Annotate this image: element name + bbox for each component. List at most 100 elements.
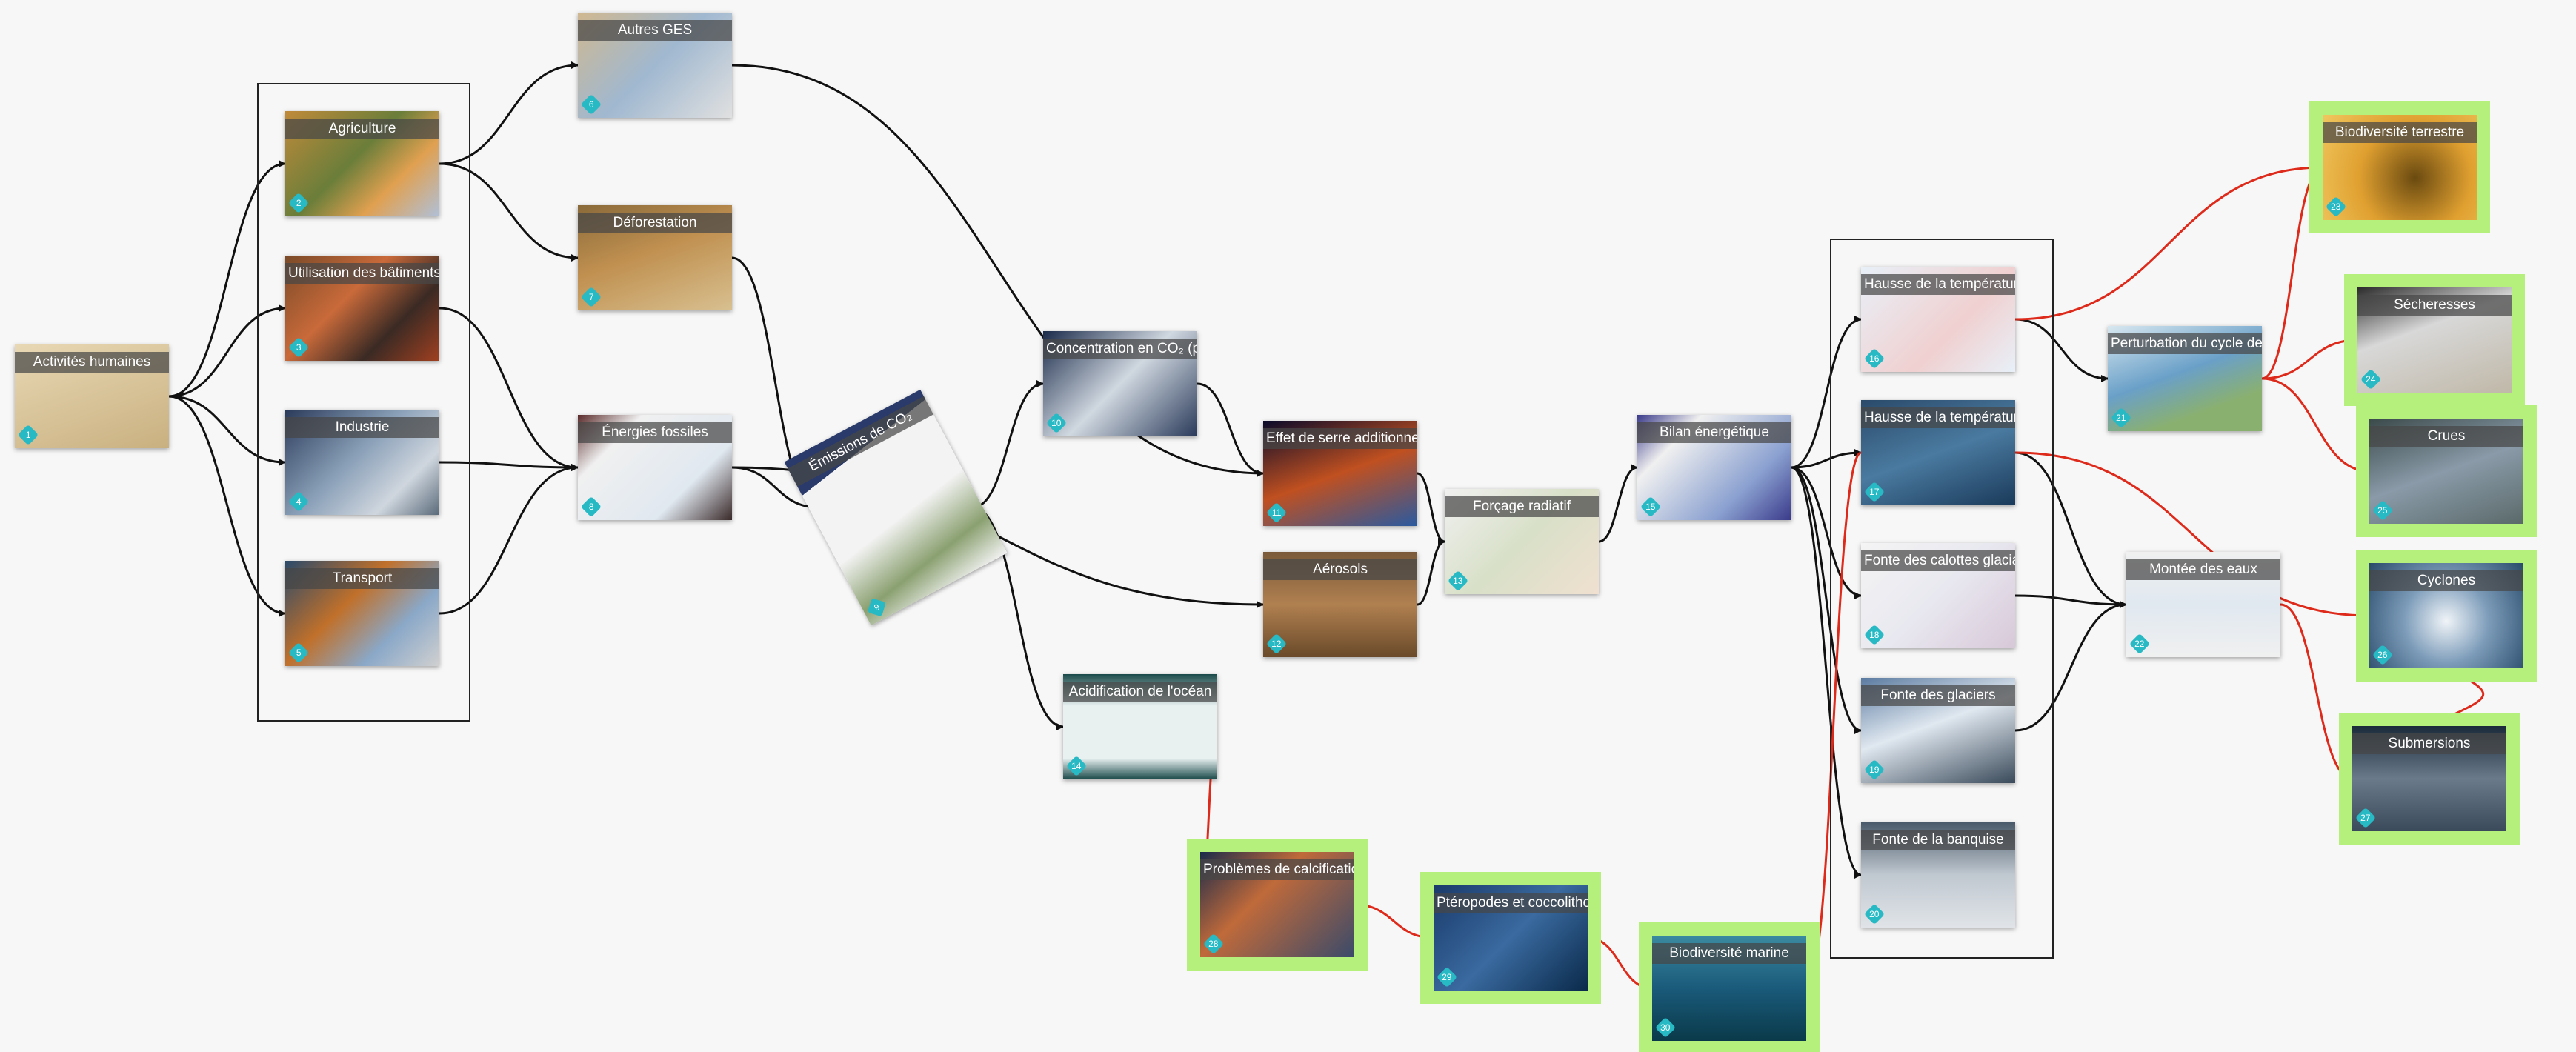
node-number: 1 <box>25 430 31 440</box>
edge-hausseeau-to-cyclones <box>2014 451 2370 620</box>
edge-bilan-to-calottes <box>1791 466 1862 599</box>
node-cyclones[interactable]: Cyclones 26 <box>2356 550 2537 682</box>
node-title: Fonte de la banquise <box>1861 830 2015 850</box>
node-number: 5 <box>296 647 302 658</box>
node-forcage[interactable]: Forçage radiatif 13 <box>1445 489 1599 594</box>
edge-activites-to-transport <box>168 395 286 617</box>
node-hausseeau[interactable]: Hausse de la température de l'eau 17 <box>1861 400 2015 505</box>
edge-cycleeau-to-biodivterre <box>2261 163 2323 380</box>
edge-batiments-to-fossiles <box>439 307 579 471</box>
node-calcif[interactable]: Problèmes de calcification 28 <box>1187 839 1368 971</box>
node-number: 22 <box>2134 638 2145 649</box>
node-number: 8 <box>588 502 594 512</box>
node-title: Transport <box>285 568 439 589</box>
node-number: 28 <box>1208 938 1219 949</box>
node-title: Industrie <box>285 417 439 438</box>
edge-forcage-to-bilan <box>1598 464 1638 543</box>
node-number: 2 <box>296 198 302 208</box>
node-title: Acidification de l'océan <box>1063 682 1217 702</box>
node-number: 26 <box>2377 649 2388 660</box>
edge-transport-to-fossiles <box>439 464 579 615</box>
node-title: Forçage radiatif <box>1445 496 1599 517</box>
edge-agriculture-to-deforestation <box>439 162 579 262</box>
node-cycleeau[interactable]: Perturbation du cycle de l'eau21 <box>2108 326 2262 431</box>
node-number: 19 <box>1869 764 1880 775</box>
node-calottes[interactable]: Fonte des calottes glaciaires 18 <box>1861 543 2015 648</box>
node-title: Submersions <box>2352 733 2506 754</box>
edge-bilan-to-hausse <box>1791 316 1862 469</box>
node-number: 13 <box>1453 575 1463 586</box>
edge-hausse-to-biodivterre <box>2014 163 2323 321</box>
edge-hausse-to-cycleeau <box>2014 318 2109 382</box>
node-number: 14 <box>1071 760 1082 771</box>
edge-glaciers-to-montee <box>2014 601 2127 732</box>
edge-concentration-to-effetserre <box>1197 382 1264 477</box>
node-title: Fonte des calottes glaciaires <box>1861 550 2015 571</box>
node-agriculture[interactable]: Agriculture 2 <box>285 111 439 216</box>
node-title: Hausse de la température de l'eau <box>1861 407 2015 428</box>
node-title: Ptéropodes et coccolithophores <box>1434 893 1588 913</box>
activity-sectors-group <box>257 83 470 722</box>
node-number: 18 <box>1869 629 1880 640</box>
node-number: 10 <box>1051 417 1062 428</box>
edge-secheresses-to-crues <box>2434 391 2486 422</box>
edge-autresges-to-effetserre <box>731 64 1264 477</box>
node-number: 17 <box>1869 486 1880 497</box>
edge-hausseeau-to-biodivmarine <box>1805 451 1862 993</box>
node-number: 11 <box>1271 507 1282 518</box>
edge-effetserre-to-forcage <box>1417 472 1445 545</box>
edge-calottes-to-montee <box>2014 594 2127 608</box>
edge-activites-to-industrie <box>168 395 286 466</box>
node-concentration[interactable]: Concentration en CO₂ (ppm) 10 <box>1043 331 1197 436</box>
warming-effects-group <box>1830 239 2054 959</box>
edge-activites-to-agriculture <box>168 160 286 398</box>
node-fossiles[interactable]: Énergies fossiles 8 <box>578 415 732 520</box>
edge-fossiles-to-emissions <box>731 466 819 511</box>
node-title: Hausse de la température <box>1861 274 2015 295</box>
node-title: Utilisation des bâtiments <box>285 263 439 284</box>
node-montee[interactable]: Montée des eaux 22 <box>2126 552 2280 657</box>
node-bilan[interactable]: Bilan énergétique 15 <box>1637 415 1791 520</box>
node-aerosols[interactable]: Aérosols 12 <box>1263 552 1417 657</box>
node-title: Concentration en CO₂ (ppm) <box>1043 339 1197 359</box>
edge-cycleeau-to-crues <box>2261 377 2370 476</box>
node-number: 12 <box>1271 638 1282 649</box>
node-number: 7 <box>588 292 594 302</box>
node-number: 29 <box>1442 971 1452 982</box>
node-transport[interactable]: Transport 5 <box>285 561 439 666</box>
node-acidification[interactable]: Acidification de l'océan 14 <box>1063 674 1217 779</box>
edge-montee-to-submersions <box>2280 603 2353 783</box>
edge-industrie-to-fossiles <box>439 461 579 471</box>
node-title: Biodiversité marine <box>1652 943 1806 964</box>
node-title: Autres GES <box>578 20 732 41</box>
node-pteropodes[interactable]: Ptéropodes et coccolithophores 29 <box>1420 872 1601 1004</box>
edge-activites-to-batiments <box>168 304 286 398</box>
node-title: Agriculture <box>285 119 439 139</box>
node-title: Problèmes de calcification <box>1200 859 1354 880</box>
node-number: 15 <box>1645 501 1656 512</box>
node-title: Aérosols <box>1263 559 1417 580</box>
edge-bilan-to-banquise <box>1791 466 1862 879</box>
node-number: 24 <box>2366 373 2376 384</box>
edge-emissions-to-concentration <box>972 380 1044 509</box>
edge-bilan-to-glaciers <box>1791 466 1862 734</box>
node-title: Cyclones <box>2369 570 2523 591</box>
edge-pteropodes-to-biodivmarine <box>1587 936 1653 993</box>
node-title: Montée des eaux <box>2126 559 2280 580</box>
node-title: Énergies fossiles <box>578 422 732 443</box>
node-title: Bilan énergétique <box>1637 422 1791 443</box>
